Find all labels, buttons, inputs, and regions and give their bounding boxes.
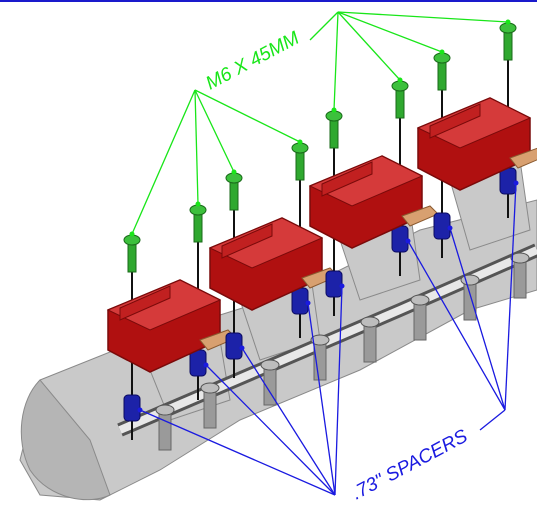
bolt-leader-line: [194, 89, 301, 143]
spacer-leader-line: [504, 182, 517, 411]
stud-nut: [155, 404, 175, 416]
coil-assembly: [208, 142, 339, 378]
spacer-leader-line: [479, 409, 506, 431]
coil-fins: [221, 223, 273, 259]
coil-assemblies: [106, 22, 537, 440]
bolt-leader-arrow: [231, 169, 237, 175]
bolt-leader-line: [194, 89, 199, 205]
bolt: [193, 211, 203, 243]
bolt-leader-arrow: [195, 201, 201, 207]
stud-nut: [260, 359, 280, 371]
spacer-leader-arrow: [305, 300, 311, 306]
stud-nut: [510, 252, 530, 264]
bolt: [503, 29, 513, 61]
bolt-callout-leaders: [129, 11, 511, 237]
bolt: [127, 241, 137, 273]
bolt: [329, 117, 339, 149]
coil-assembly: [308, 80, 439, 316]
spacer-leader-arrow: [239, 345, 245, 351]
bolt-leader-line: [337, 11, 401, 81]
manifold-stud: [363, 321, 377, 363]
spacer-leader-line: [241, 347, 336, 496]
coil-fins: [429, 103, 481, 139]
stud-nut: [360, 316, 380, 328]
coil-top-face: [208, 217, 324, 269]
spacer-leader-line: [449, 227, 506, 411]
spacer-leader-arrow: [339, 283, 345, 289]
bolt-callout-label: M6 X 45MM: [202, 28, 302, 95]
bolt-leader-arrow: [439, 49, 445, 55]
spacer: [433, 212, 451, 240]
spacer: [391, 225, 409, 253]
manifold-stud: [463, 279, 477, 321]
spacer-leader-line: [205, 364, 336, 496]
spacer-leader-line: [307, 302, 336, 496]
bolt-leader-arrow: [331, 107, 337, 113]
coil-top-face: [106, 279, 222, 331]
spacer: [291, 287, 309, 315]
spacer: [325, 270, 343, 298]
coil-assembly: [416, 22, 537, 258]
spacer: [499, 167, 517, 195]
bolt: [229, 179, 239, 211]
spacer: [225, 332, 243, 360]
coil-fins: [321, 161, 373, 197]
bolt-leader-line: [337, 11, 443, 53]
manifold-inlet: [20, 379, 111, 501]
spacer-leader-arrow: [203, 362, 209, 368]
bolt-leader-line: [131, 89, 196, 235]
bolt-leader-arrow: [397, 77, 403, 83]
bolt-leader-line: [194, 89, 235, 173]
bolt-leader-arrow: [505, 19, 511, 25]
spacer-leader-arrow: [513, 180, 519, 186]
manifold-stud: [513, 257, 527, 299]
spacer-leader-arrow: [137, 407, 143, 413]
coil-assembly: [106, 204, 237, 440]
bolt-leader-line: [309, 11, 339, 41]
bolt-leader-line: [337, 11, 509, 23]
bolt: [395, 87, 405, 119]
coil-fins: [119, 285, 171, 321]
spacer: [189, 349, 207, 377]
bolt: [295, 149, 305, 181]
spacer-callout-label: .73" SPACERS: [348, 426, 471, 505]
spacer-leader-line: [139, 409, 336, 496]
coil-boot: [509, 147, 537, 169]
spacer-leader-line: [407, 240, 506, 411]
stud-nut: [460, 274, 480, 286]
spacer-leader-line: [334, 285, 343, 496]
manifold-stud: [203, 387, 217, 429]
spacer-callout-leaders: [137, 180, 519, 496]
stud-nut: [410, 294, 430, 306]
bolt-leader-line: [333, 11, 339, 111]
bolt-leader-arrow: [297, 139, 303, 145]
spacer-leader-arrow: [447, 225, 453, 231]
manifold-stud: [413, 299, 427, 341]
stud-nut: [310, 334, 330, 346]
manifold-stud: [158, 409, 172, 451]
spacer-leader-arrow: [405, 238, 411, 244]
bolt-leader-arrow: [129, 231, 135, 237]
spacer: [123, 394, 141, 422]
coil-top-face: [416, 97, 532, 149]
coil-top-face: [308, 155, 424, 207]
bolt: [437, 59, 447, 91]
stud-nut: [200, 382, 220, 394]
